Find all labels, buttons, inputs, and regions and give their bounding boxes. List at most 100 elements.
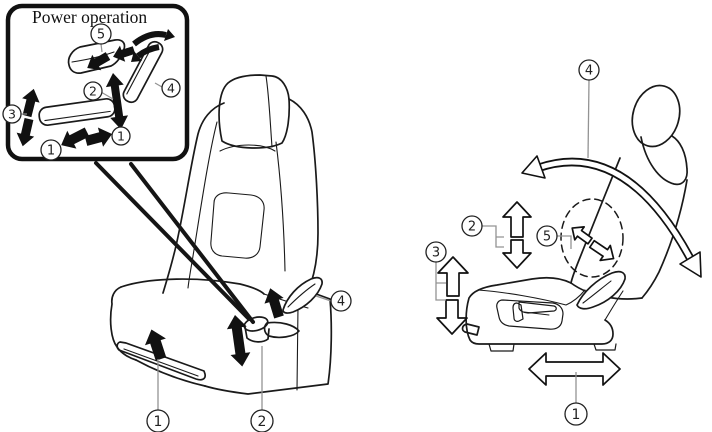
up-arrow-icon xyxy=(502,201,532,238)
callout-2-front xyxy=(250,409,274,432)
callout-2-front-label: 2 xyxy=(258,414,267,430)
callout-5-side-label: 5 xyxy=(543,230,551,245)
callout-4-side xyxy=(578,59,600,81)
seat-base xyxy=(204,290,333,395)
curved-arrow-icon xyxy=(132,31,167,47)
callout-1-front xyxy=(146,409,170,432)
recline-arc-arrow-icon xyxy=(521,155,702,278)
up-down-arrow-icon xyxy=(105,73,129,130)
headrest-lower-lobe xyxy=(640,135,688,186)
inset-pointer-wedge xyxy=(94,161,255,324)
callout-4-inset-label: 4 xyxy=(167,80,175,95)
headrest xyxy=(631,84,681,148)
seatback-rear-edge xyxy=(641,179,688,299)
left-arrow-icon xyxy=(113,45,136,62)
inset-arrows xyxy=(16,29,175,149)
up-down-arrow-icon xyxy=(226,315,251,367)
curved-arrow-head xyxy=(131,51,142,62)
inset-callouts: 5 4 2 3 1 1 xyxy=(2,23,181,161)
curved-arrow-icon xyxy=(136,44,160,59)
up-arrow-icon xyxy=(264,288,284,319)
callout-2-inset xyxy=(83,81,103,101)
cushion-left-edge xyxy=(109,286,137,361)
diagonal-arrow-icon xyxy=(588,239,615,262)
up-arrow-icon xyxy=(22,88,40,118)
lumbar-dashed-circle xyxy=(560,198,624,278)
slide-blade xyxy=(263,321,300,339)
side-seat-callouts: 4 2 3 5 1 xyxy=(425,59,600,426)
inset-switches xyxy=(38,39,164,127)
up-arrow-icon xyxy=(437,256,469,297)
front-rail-line xyxy=(123,348,199,377)
callout-4-front xyxy=(330,290,352,312)
callout-5-side xyxy=(536,225,558,247)
headrest xyxy=(218,74,291,149)
recline-lever-seam xyxy=(287,283,316,308)
side-seat-illustration xyxy=(461,84,688,352)
cushion-rear-seam xyxy=(604,290,624,321)
callout-2-inset-label: 2 xyxy=(89,83,97,98)
lift-knob-body xyxy=(244,326,270,343)
recline-lever xyxy=(576,270,626,310)
callout-1-inset-left xyxy=(40,139,62,161)
seatback-seam-right xyxy=(275,141,286,272)
down-arrow-icon xyxy=(436,299,468,335)
front-seat-callouts: 1 2 4 xyxy=(146,290,352,432)
front-seat-leaders xyxy=(157,295,332,410)
diagonal-arrow-icon xyxy=(571,226,593,245)
seatback-right-edge xyxy=(288,98,319,292)
switch-panel xyxy=(496,299,564,330)
switch-seam xyxy=(523,311,550,316)
headrest-side-seam xyxy=(265,75,273,148)
front-tilt-knob xyxy=(512,302,524,322)
recline-switch-seam xyxy=(126,45,153,95)
left-right-arrow-icon xyxy=(528,352,621,386)
curved-arrow-head xyxy=(164,29,175,41)
callout-3-side xyxy=(425,241,447,263)
callout-1-side-label: 1 xyxy=(572,407,581,423)
slide-switch-seam xyxy=(44,110,111,122)
callout-3-side-label: 3 xyxy=(432,246,440,261)
up-arrow-icon xyxy=(144,329,167,361)
front-stub-lever xyxy=(461,323,480,336)
power-operation-inset: Power operation xyxy=(2,3,190,162)
down-arrow-icon xyxy=(16,117,35,147)
callout-1-front-label: 1 xyxy=(154,414,163,430)
left-arrow-icon xyxy=(87,52,111,71)
callout-4-front-label: 4 xyxy=(337,295,345,310)
callout-5-inset-label: 5 xyxy=(97,28,105,43)
seatback-seam-left xyxy=(187,121,218,289)
seatback-top-seam xyxy=(219,144,276,152)
callout-1-inset-right-label: 1 xyxy=(117,128,125,143)
cushion-top-edge xyxy=(120,278,265,295)
seatback-left-edge xyxy=(162,102,225,294)
front-seat-illustration xyxy=(109,74,333,395)
side-seat-arrows xyxy=(436,201,621,386)
callout-2-side-label: 2 xyxy=(468,220,476,235)
callout-5-inset xyxy=(90,23,112,45)
right-arrow-icon xyxy=(84,127,113,147)
seatback-front-edge xyxy=(570,157,621,284)
callout-1-inset-right xyxy=(111,126,131,146)
callout-2-side xyxy=(461,215,483,237)
recline-switch xyxy=(122,40,164,104)
callout-1-side xyxy=(564,402,588,426)
slide-switch-knob xyxy=(518,301,557,314)
seat-feet xyxy=(488,343,617,352)
callout-3-inset-label: 3 xyxy=(8,106,16,121)
callout-1-inset-left-label: 1 xyxy=(47,144,55,159)
recline-lever-seam xyxy=(582,280,612,304)
front-rail-lever xyxy=(116,341,206,381)
cushion-top-seam xyxy=(477,289,586,306)
callout-4-side-label: 4 xyxy=(585,64,593,79)
seatback-panel xyxy=(210,192,265,259)
cushion-outline xyxy=(465,276,614,345)
down-arrow-icon xyxy=(502,239,532,269)
callout-4-inset xyxy=(161,78,181,98)
recline-lever xyxy=(282,276,323,314)
cushion-front-edge xyxy=(135,359,206,387)
inset-title: Power operation xyxy=(32,7,147,27)
side-seat-leaders xyxy=(435,79,590,403)
